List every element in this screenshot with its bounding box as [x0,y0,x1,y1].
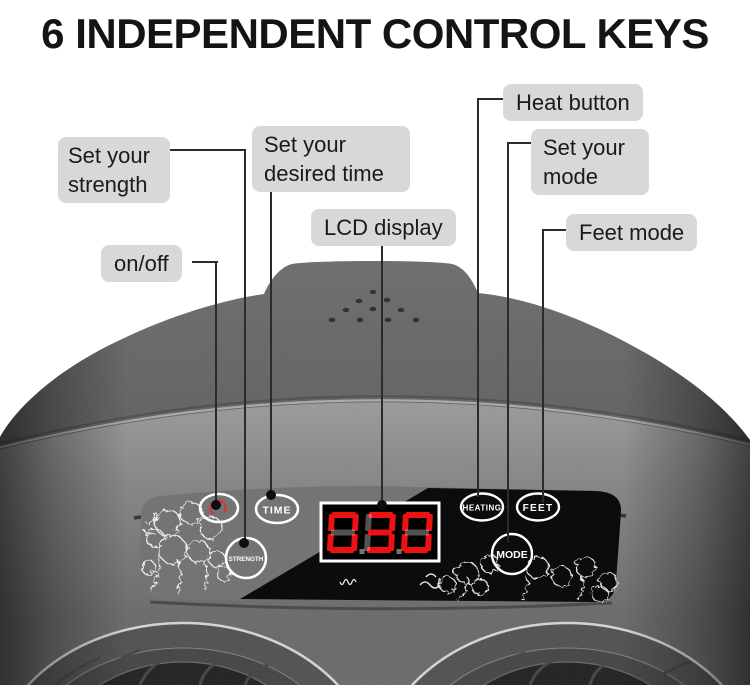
callout-set-mode: Set your mode [531,129,649,196]
connector-mode-v [507,142,509,542]
connector-onoff-h [192,261,218,263]
callout-set-strength: Set your strength [58,137,170,204]
connector-time-v [270,186,272,496]
connector-dot-time [266,490,276,500]
connector-dot-power [211,500,221,510]
connector-mode-h [508,142,534,144]
connector-onoff-v [215,261,217,504]
callout-set-time: Set your desired time [252,126,410,193]
connector-heat-h [478,98,505,100]
page-title: 6 INDEPENDENT CONTROL KEYS [41,10,709,57]
callout-lcd-display: LCD display [311,209,456,247]
callout-onoff: on/off [101,245,182,283]
connector-strength-h [160,149,246,151]
callout-heat-button: Heat button [503,84,643,122]
connector-heat-v [477,98,479,497]
connector-dot-lcd [377,500,387,510]
connector-feet-v [542,229,544,503]
connector-lcd-v [381,245,383,505]
connector-strength-v [244,149,246,543]
connector-dot-strength [239,538,249,548]
connector-feet-h [543,229,569,231]
callout-feet-mode: Feet mode [566,214,698,252]
